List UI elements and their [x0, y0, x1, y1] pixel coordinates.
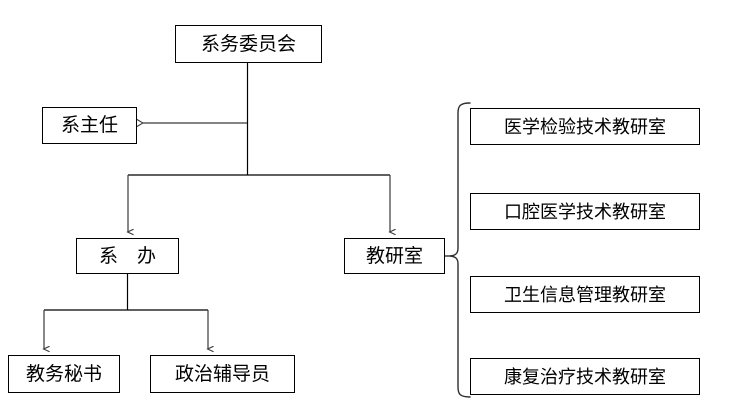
node-secretary-label: 教务秘书 [25, 363, 102, 385]
node-counselor-label: 政治辅导员 [174, 363, 270, 385]
node-department-rehabilitation[interactable]: 康复治疗技术教研室 [470, 358, 700, 395]
connector-committee-split [128, 174, 390, 232]
node-counselor[interactable]: 政治辅导员 [150, 355, 295, 393]
node-department-medical-laboratory[interactable]: 医学检验技术教研室 [470, 108, 700, 145]
connector-office-split [44, 274, 208, 349]
node-director-label: 系主任 [60, 115, 118, 136]
node-teaching-office[interactable]: 教研室 [344, 238, 445, 274]
node-secretary[interactable]: 教务秘书 [8, 355, 120, 393]
node-department-stomatology[interactable]: 口腔医学技术教研室 [470, 193, 700, 230]
node-office[interactable]: 系 办 [76, 238, 179, 274]
node-committee[interactable]: 系务委员会 [175, 25, 322, 63]
node-department-label: 康复治疗技术教研室 [504, 366, 666, 387]
connector-teaching-brace [445, 102, 471, 398]
node-office-label: 系 办 [98, 245, 156, 267]
node-department-label: 医学检验技术教研室 [504, 116, 666, 137]
node-director[interactable]: 系主任 [42, 107, 137, 144]
node-teaching-office-label: 教研室 [365, 245, 423, 267]
node-department-label: 口腔医学技术教研室 [504, 201, 666, 222]
node-department-health-information[interactable]: 卫生信息管理教研室 [470, 276, 700, 313]
node-committee-label: 系务委员会 [200, 33, 296, 55]
node-department-label: 卫生信息管理教研室 [504, 284, 666, 305]
